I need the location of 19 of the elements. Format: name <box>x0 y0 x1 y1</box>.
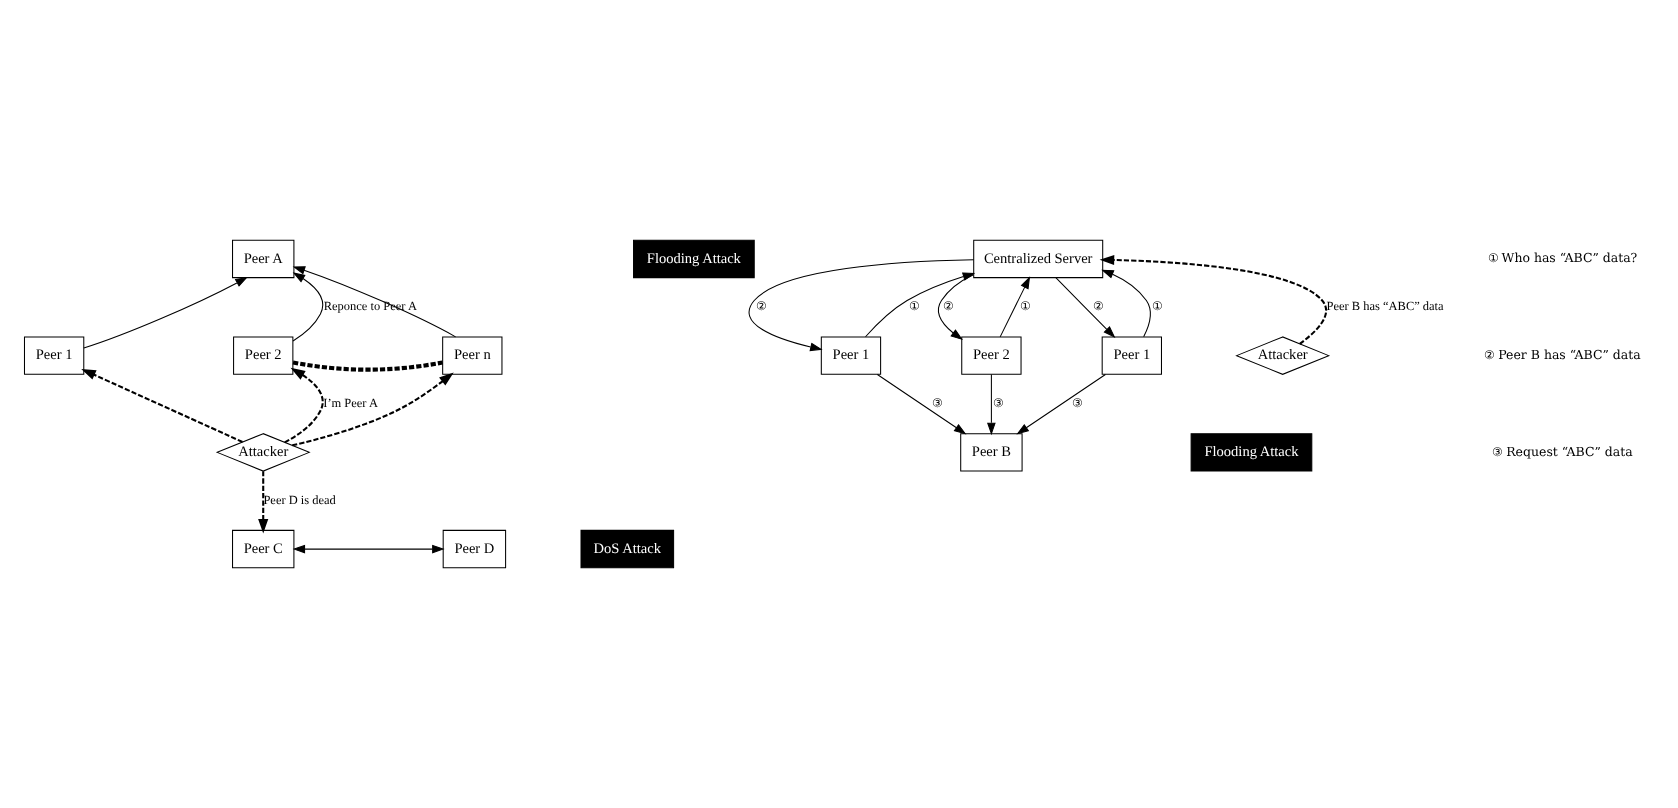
arrow <box>292 544 445 554</box>
arrow <box>1101 269 1151 338</box>
arrow <box>1016 373 1106 435</box>
arrow <box>81 368 243 443</box>
arrow <box>937 274 974 341</box>
arrow <box>258 471 269 534</box>
arrow <box>284 367 324 444</box>
arrow <box>1055 277 1116 338</box>
arrow <box>987 373 996 436</box>
arrow <box>292 272 324 342</box>
arrow <box>292 372 454 447</box>
arrow <box>999 276 1031 338</box>
arrow <box>292 266 457 338</box>
arrow <box>865 272 976 338</box>
connector <box>292 360 443 372</box>
arrow <box>876 373 967 435</box>
arrow <box>1099 254 1328 345</box>
arrow <box>83 276 248 349</box>
arrow <box>748 259 975 352</box>
